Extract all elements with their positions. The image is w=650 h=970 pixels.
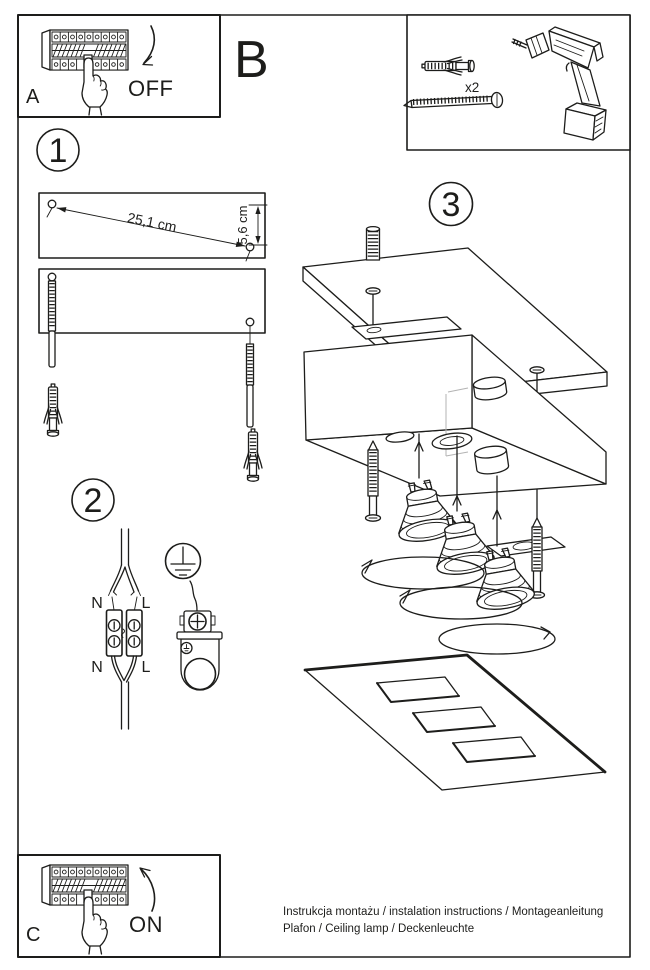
- lamp-socket-hole: [431, 432, 473, 450]
- section-b-label: B: [234, 31, 269, 89]
- panel-breaker-off: A OFF: [17, 14, 221, 118]
- threaded-stud-icon: [365, 225, 381, 261]
- on-label: ON: [129, 912, 163, 937]
- quantity-label: x2: [465, 80, 479, 95]
- terminal-block-diagram: N L N L: [91, 528, 151, 730]
- mounting-strip-icon: [351, 316, 462, 340]
- drill-icon: [511, 26, 607, 141]
- tools-box: x2: [403, 14, 631, 151]
- off-arrow-icon: [142, 25, 156, 66]
- off-label: OFF: [128, 76, 174, 101]
- step1-number: 1: [49, 132, 68, 170]
- lamp-body: [303, 316, 607, 497]
- long-screw-icon: [364, 440, 382, 522]
- step1-measurement-board: 25,1 cm 5,6 cm: [38, 192, 268, 262]
- mounting-bracket-icon: [176, 631, 223, 691]
- socket-cylinder-icon: [473, 445, 510, 475]
- lamp-socket-hole: [385, 431, 415, 443]
- ground-clamp-icon: [179, 610, 216, 633]
- terminal-l-bottom: L: [142, 659, 151, 676]
- fixing-screw-icon: [365, 287, 381, 326]
- vertical-dimension: 5,6 cm: [235, 205, 250, 244]
- step2-wiring: 2 N L N L: [71, 478, 223, 730]
- assembly-arrow-icon: [414, 433, 502, 547]
- terminal-n-top: N: [91, 595, 103, 612]
- panel-breaker-on: C ON: [17, 854, 221, 958]
- step1-anchor-board: [38, 268, 266, 481]
- step2-number: 2: [84, 482, 103, 520]
- screw-icon: [403, 91, 504, 109]
- footer-line2: Plafon / Ceiling lamp / Deckenleuchte: [283, 923, 474, 935]
- rotate-arrow-icon: [361, 556, 556, 655]
- step3-assembly: 3: [302, 181, 608, 791]
- terminal-l-top: L: [142, 595, 151, 612]
- footer-caption: Instrukcja montażu / instalation instruc…: [283, 906, 603, 935]
- panel-a-label: A: [26, 86, 40, 108]
- terminal-n-bottom: N: [91, 659, 103, 676]
- earth-connection-diagram: [164, 542, 223, 691]
- socket-cylinder-icon: [472, 376, 508, 401]
- on-arrow-icon: [139, 867, 156, 912]
- step3-number: 3: [442, 186, 461, 224]
- footer-line1: Instrukcja montażu / instalation instruc…: [283, 906, 603, 918]
- panel-c-label: C: [26, 924, 40, 946]
- cover-plate: [303, 653, 607, 791]
- step1-drilling: 1 25,1 cm 5,6 cm: [36, 128, 268, 481]
